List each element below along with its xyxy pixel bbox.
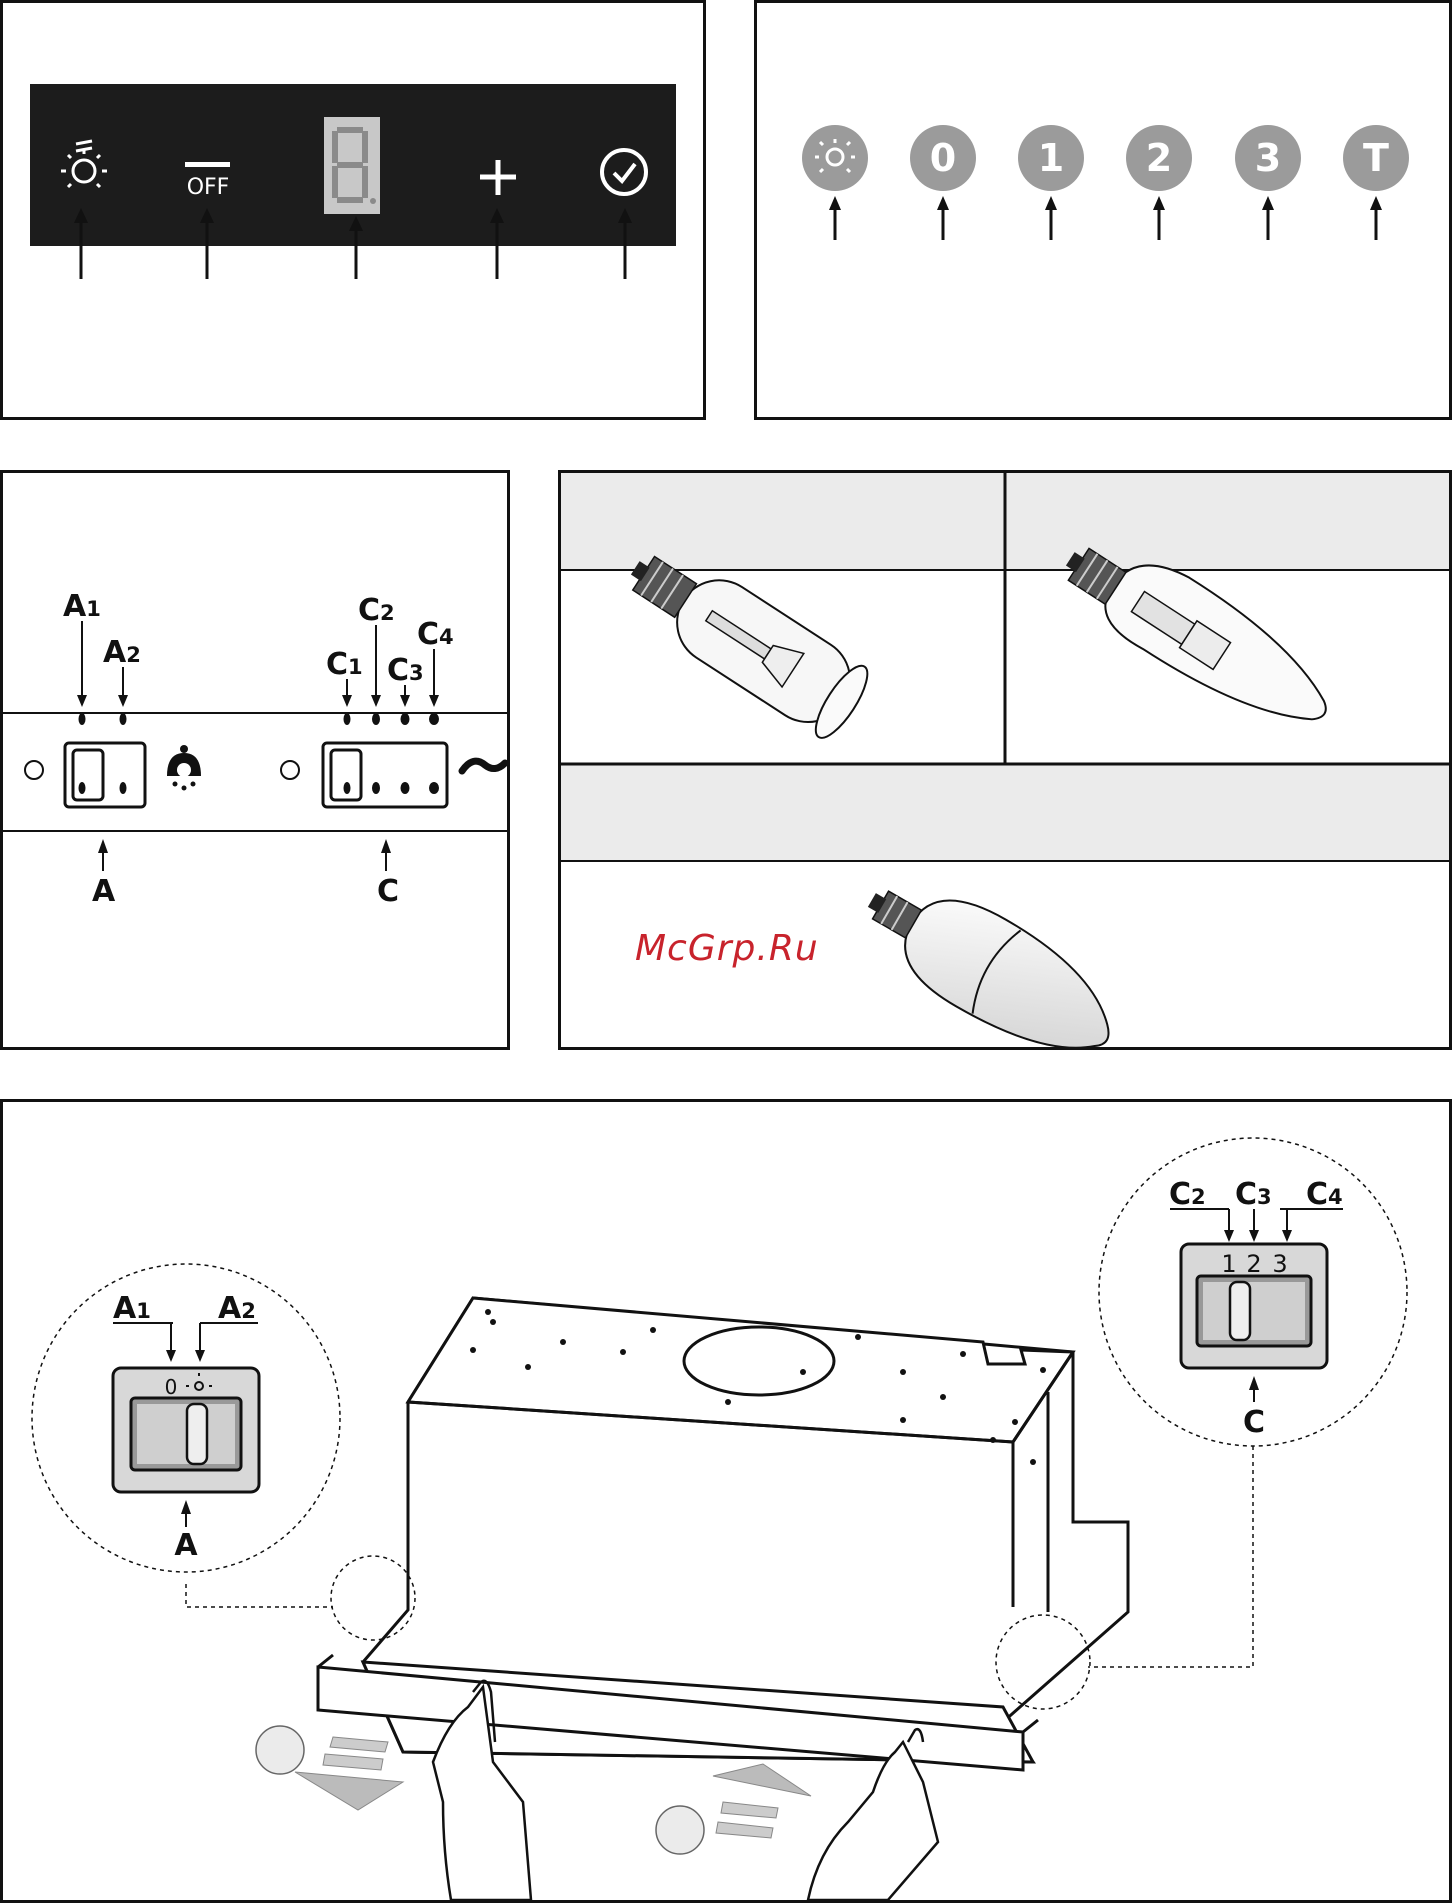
buttons-drawing: 0 1 2 3 T: [757, 3, 1449, 417]
speed-1-button[interactable]: 1: [1018, 125, 1084, 191]
svg-text:C3: C3: [387, 653, 424, 688]
switch-a[interactable]: [25, 713, 145, 807]
light-button[interactable]: [802, 125, 868, 191]
svg-text:C4: C4: [417, 617, 454, 652]
touch-panel-drawing: OFF: [3, 3, 703, 417]
pull-arrow: [256, 1726, 403, 1810]
svg-text:C1: C1: [326, 647, 363, 682]
lamp-icon: [167, 745, 201, 791]
control-panel-buttons: 0 1 2 3 T: [754, 0, 1452, 420]
speed-3-button[interactable]: 3: [1235, 125, 1301, 191]
svg-text:A: A: [174, 1528, 198, 1563]
switches-drawing: A1 A2 C1 C2 C3 C4 A C: [3, 473, 507, 1047]
pointer-arrows: [829, 196, 1382, 240]
scale-3-label: 3: [1272, 1250, 1287, 1278]
button-label: 0: [930, 136, 956, 180]
button-label: 1: [1038, 136, 1064, 180]
scale-off-label: 0: [165, 1375, 178, 1399]
speed-2-button[interactable]: 2: [1126, 125, 1192, 191]
svg-text:A: A: [92, 874, 116, 909]
callout-switch-a: 0 A1 A2 A: [32, 1264, 340, 1572]
scale-2-label: 2: [1246, 1250, 1261, 1278]
callout-switch-c: 1 2 3 C2 C3 C4 C: [1099, 1138, 1407, 1446]
scale-1-label: 1: [1221, 1250, 1236, 1278]
off-label: OFF: [187, 175, 230, 200]
candle-bulb-icon: [847, 857, 1134, 1047]
push-arrow: [656, 1764, 811, 1854]
fan-icon: [462, 761, 505, 771]
cooker-hood: [318, 1298, 1128, 1770]
svg-text:C: C: [1243, 1405, 1265, 1440]
hood-installation-panel: 0 A1 A2 A: [0, 1099, 1452, 1903]
svg-text:A1: A1: [63, 589, 101, 624]
svg-text:A2: A2: [103, 635, 141, 670]
slide-switch-panel: A1 A2 C1 C2 C3 C4 A C: [0, 470, 510, 1050]
seven-segment-display: [324, 117, 380, 214]
switch-labels: A1 A2 C1 C2 C3 C4 A C: [63, 589, 454, 909]
watermark: McGrp.Ru: [635, 928, 819, 969]
svg-text:C2: C2: [358, 593, 395, 628]
bulb-panel: McGrp.Ru: [558, 470, 1452, 1050]
switch-c[interactable]: [281, 713, 447, 807]
control-panel-touch: OFF: [0, 0, 706, 420]
svg-text:C: C: [377, 874, 399, 909]
speed-0-button[interactable]: 0: [910, 125, 976, 191]
hood-drawing: 0 A1 A2 A: [3, 1102, 1449, 1900]
button-label: 3: [1255, 136, 1281, 180]
timer-t-button[interactable]: T: [1343, 125, 1409, 191]
button-label: 2: [1146, 136, 1172, 180]
button-label: T: [1363, 136, 1389, 180]
detail-marker-a: [331, 1556, 415, 1640]
